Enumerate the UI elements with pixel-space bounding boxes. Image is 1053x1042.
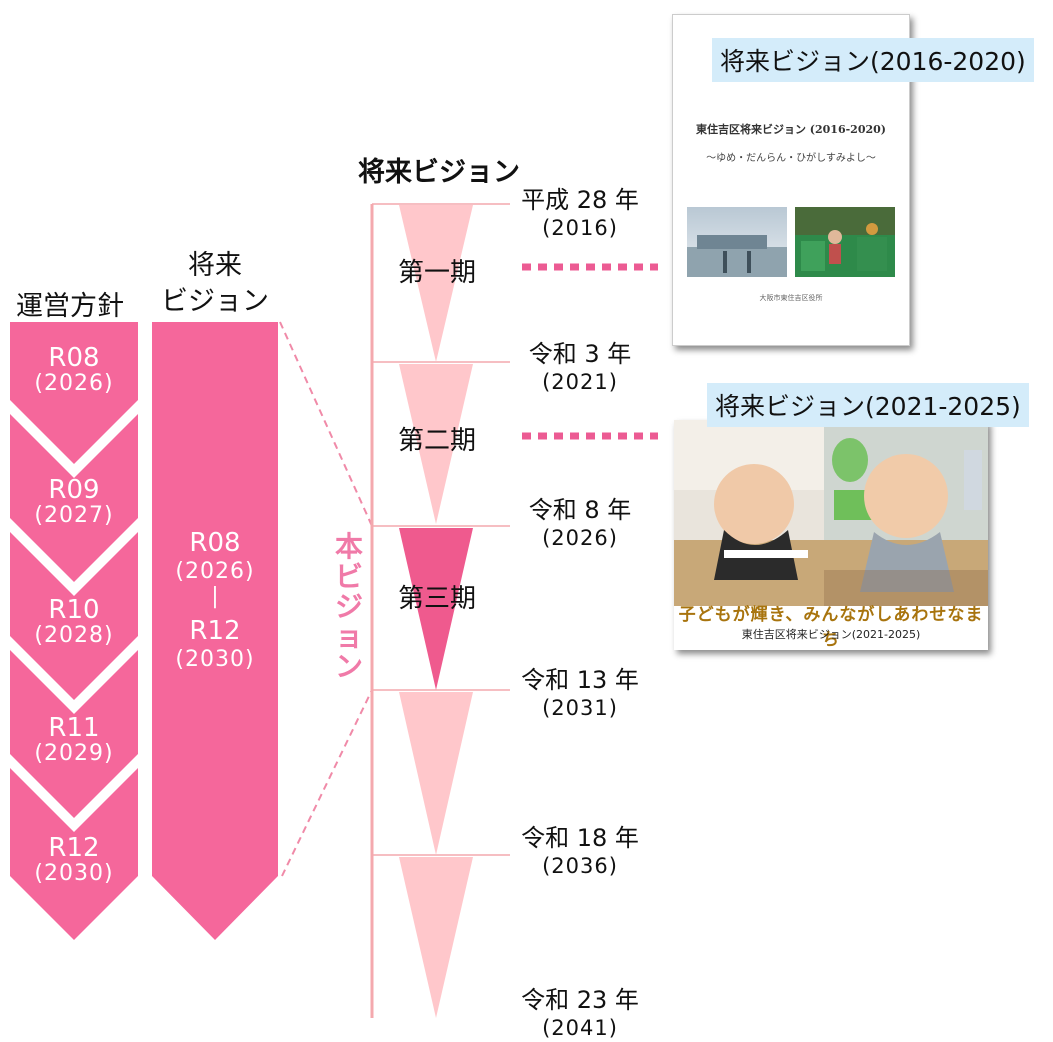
policy-code: R09: [48, 475, 100, 505]
dashed-connector-bottom: [281, 689, 373, 877]
era-label-2026: 令和 8 年 (2026): [500, 496, 660, 552]
era-label-2036: 令和 18 年 (2036): [500, 824, 660, 880]
period-triangle-2: [399, 364, 473, 524]
hon-vision-char: 本: [334, 530, 363, 563]
policy-code: R12: [48, 833, 100, 863]
era-name: 令和 23 年: [521, 986, 639, 1014]
vision-column-title: 将来 ビジョン: [152, 248, 278, 320]
period-label-2: 第二期: [398, 426, 477, 456]
cover-footer: 大阪市東住吉区役所: [759, 294, 823, 302]
policy-chevron-r10: [10, 532, 138, 700]
era-year: (2031): [542, 696, 618, 720]
era-name: 令和 18 年: [521, 824, 639, 852]
policy-chevron-r09: [10, 414, 138, 582]
policy-year: (2026): [34, 371, 114, 396]
era-name: 令和 3 年: [528, 340, 632, 368]
vision-column-title-line1: 将来: [188, 250, 242, 281]
vision-start-year: (2026): [175, 559, 255, 584]
vision-end-code: R12: [189, 616, 241, 646]
hon-vision-label: 本 ビ ジ ョ ン: [332, 532, 366, 682]
policy-year: (2029): [34, 741, 114, 766]
policy-column-title: 運営方針: [16, 291, 124, 322]
era-label-2041: 令和 23 年 (2041): [500, 986, 660, 1042]
era-year: (2016): [542, 216, 618, 240]
policy-code: R08: [48, 343, 100, 373]
cover-banner: 子どもが輝き、みんながしあわせなまち: [678, 605, 984, 650]
vision-column-title-line2: ビジョン: [161, 286, 269, 317]
policy-label-r08: R08 (2026): [10, 344, 138, 396]
era-year: (2026): [542, 526, 618, 550]
policy-chevron-r08: [10, 322, 138, 464]
period-triangle-3: [399, 528, 473, 690]
cover-caption: 東住吉区将来ビジョン(2021-2025): [741, 628, 921, 641]
policy-code: R11: [48, 713, 100, 743]
era-name: 平成 28 年: [521, 186, 639, 214]
policy-year: (2027): [34, 503, 114, 528]
era-year: (2036): [542, 854, 618, 878]
cover-photos: [687, 207, 895, 277]
policy-code: R10: [48, 595, 100, 625]
era-year: (2041): [542, 1016, 618, 1040]
era-label-2016: 平成 28 年 (2016): [500, 186, 660, 242]
cover-title: 東住吉区将来ビジョン (2016-2020): [695, 123, 887, 136]
hon-vision-char: ョ: [334, 620, 363, 653]
policy-label-r11: R11 (2029): [10, 714, 138, 766]
vision-2021-tag: 将来ビジョン(2021-2025): [707, 383, 1029, 427]
vision-block-label: R08 (2026) | R12 (2030): [152, 528, 278, 674]
era-label-2021: 令和 3 年 (2021): [500, 340, 660, 396]
policy-label-r09: R09 (2027): [10, 476, 138, 528]
hon-vision-char: ン: [334, 650, 363, 683]
policy-chevron-r12: [10, 768, 138, 940]
era-name: 令和 8 年: [528, 496, 632, 524]
timeline-title: 将来ビジョン: [358, 157, 520, 188]
hon-vision-char: ジ: [334, 590, 363, 623]
period-triangle-5: [399, 857, 473, 1018]
policy-label-r10: R10 (2028): [10, 596, 138, 648]
vision-separator: |: [211, 584, 219, 609]
policy-year: (2030): [34, 861, 114, 886]
cover-subtitle: ～ゆめ・だんらん・ひがしすみよし～: [706, 153, 876, 164]
era-label-2031: 令和 13 年 (2031): [500, 666, 660, 722]
hon-vision-char: ビ: [334, 560, 363, 593]
era-year: (2021): [542, 370, 618, 394]
vision-2016-tag: 将来ビジョン(2016-2020): [712, 38, 1034, 82]
period-label-3: 第三期: [398, 584, 477, 614]
cover-photo-children: [674, 420, 988, 606]
vision-start-code: R08: [189, 528, 241, 558]
dashed-connector-top: [279, 321, 373, 527]
policy-year: (2028): [34, 623, 114, 648]
period-triangle-1: [399, 205, 473, 362]
period-label-1: 第一期: [398, 258, 477, 288]
policy-label-r12: R12 (2030): [10, 834, 138, 886]
period-triangle-4: [399, 692, 473, 855]
vision-2021-cover: 子どもが輝き、みんながしあわせなまち 東住吉区将来ビジョン(2021-2025): [674, 420, 988, 650]
era-name: 令和 13 年: [521, 666, 639, 694]
vision-end-year: (2030): [175, 647, 255, 672]
vision-block-arrow: [152, 322, 278, 940]
policy-chevron-r11: [10, 650, 138, 818]
